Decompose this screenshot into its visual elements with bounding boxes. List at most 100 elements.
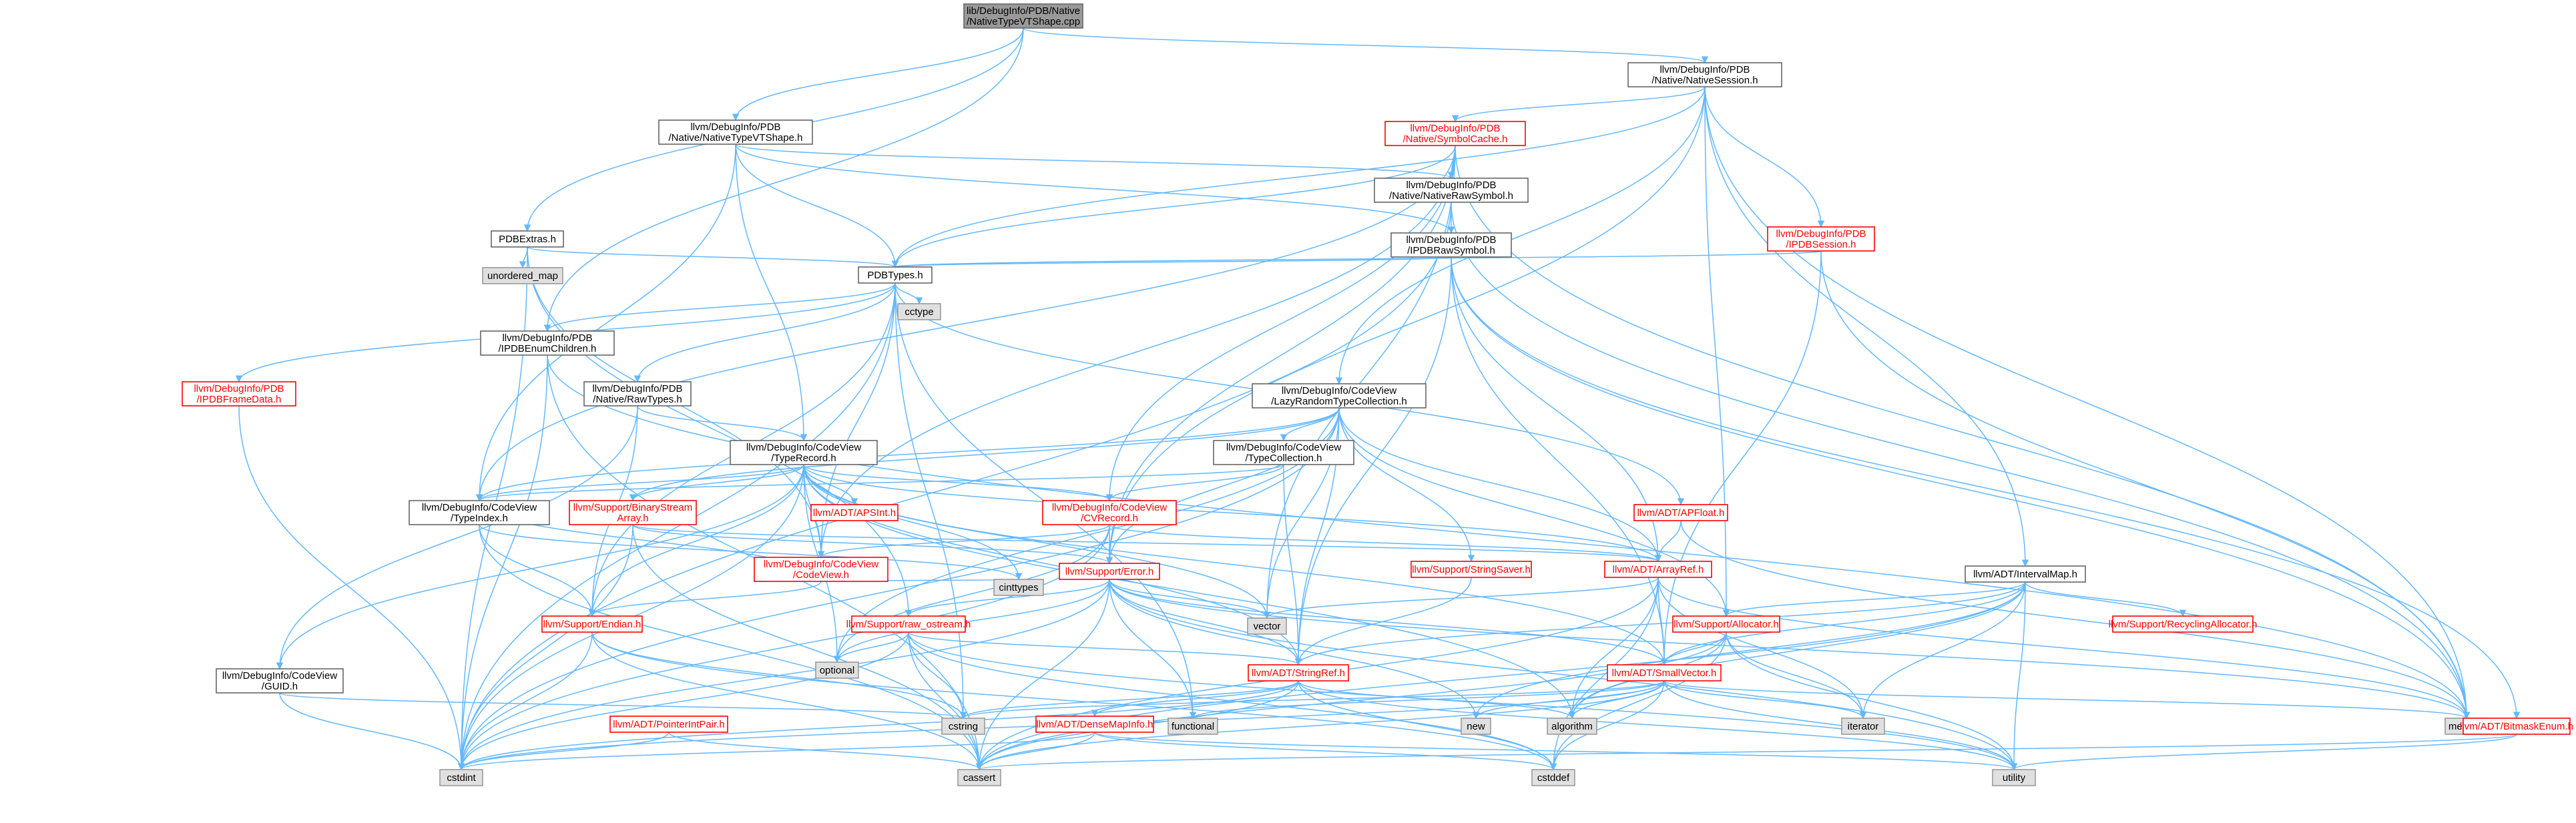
node-pointer-int-pair[interactable]: llvm/ADT/PointerIntPair.h	[609, 716, 728, 733]
node-box	[1035, 716, 1154, 733]
node-native-raw-symbol[interactable]: llvm/DebugInfo/PDB/Native/NativeRawSymbo…	[1374, 178, 1529, 203]
node-lazy-random[interactable]: llvm/DebugInfo/CodeView/LazyRandomTypeCo…	[1252, 383, 1427, 408]
node-label-line: llvm/DebugInfo/CodeView	[222, 670, 337, 681]
edge-interval_map-to-recycling_allocator	[2025, 581, 2187, 617]
dependency-edge	[1722, 581, 2026, 617]
edge-small_vector-to-cassert	[975, 680, 1665, 771]
edge-ipdb_enum_children-to-cstdint	[457, 354, 548, 771]
edge-lazy_random-to-type_index	[475, 407, 1340, 502]
node-label-line: /TypeRecord.h	[771, 453, 836, 464]
node-bitmask-enum[interactable]: llvm/ADT/BitmaskEnum.h	[2460, 718, 2573, 735]
node-array-ref[interactable]: llvm/ADT/ArrayRef.h	[1604, 561, 1712, 578]
node-ipdb-frame-data[interactable]: llvm/DebugInfo/PDB/IPDBFrameData.h	[182, 381, 296, 406]
dependency-edge	[1109, 579, 2471, 720]
edge-pdb_types-to-ipdb_enum_children	[543, 282, 896, 332]
node-box	[858, 266, 933, 284]
dependency-edge	[1335, 86, 1706, 385]
edge-type_record-to-support_endian	[588, 464, 804, 617]
dependency-edge	[527, 246, 898, 268]
edge-native_vtshape-to-pdb_types	[735, 144, 899, 268]
node-string-saver[interactable]: llvm/Support/StringSaver.h	[1410, 561, 1532, 578]
node-ipdb-session[interactable]: llvm/DebugInfo/PDB/IPDBSession.h	[1767, 226, 1875, 252]
node-box	[897, 303, 941, 320]
node-label-line: llvm/DebugInfo/PDB	[194, 383, 284, 394]
node-box	[1604, 561, 1712, 578]
node-recycling-allocator[interactable]: llvm/Support/RecyclingAllocator.h	[2109, 615, 2258, 633]
edge-lazy_random-to-vector	[1263, 407, 1340, 619]
edge-raw_ostream-to-cstdint	[457, 631, 909, 771]
edge-dense_map_info-to-cstdint	[458, 732, 1095, 771]
edge-symbol_cache-to-support_error	[1105, 145, 1456, 565]
node-box	[491, 230, 564, 248]
node-label-line: utility	[2003, 772, 2026, 784]
node-pdb-types[interactable]: PDBTypes.h	[858, 266, 933, 284]
dependency-edge	[1283, 464, 1302, 666]
edge-support_error-to-string_ref	[1109, 579, 1302, 666]
node-cv-record[interactable]: llvm/DebugInfo/CodeView/CVRecord.h	[1042, 500, 1177, 525]
dependency-edge	[1451, 256, 2521, 720]
node-raw-ostream[interactable]: llvm/Support/raw_ostream.h	[846, 615, 971, 633]
node-label-line: llvm/DebugInfo/CodeView	[746, 442, 861, 453]
node-dense-map-info[interactable]: llvm/ADT/DenseMapInfo.h	[1035, 716, 1154, 733]
edge-raw_ostream-to-cassert	[908, 631, 983, 771]
node-box	[810, 504, 898, 521]
node-label-line: llvm/DebugInfo/CodeView	[764, 559, 878, 570]
node-apfloat[interactable]: llvm/ADT/APFloat.h	[1633, 504, 1728, 521]
node-new: new	[1461, 718, 1491, 735]
dependency-edge	[1568, 577, 1659, 720]
dependency-edge	[735, 144, 1455, 234]
node-cstddef: cstddef	[1531, 769, 1575, 786]
node-type-collection[interactable]: llvm/DebugInfo/CodeView/TypeCollection.h	[1213, 440, 1354, 465]
dependency-edge	[1105, 86, 1706, 565]
node-type-index[interactable]: llvm/DebugInfo/CodeView/TypeIndex.h	[409, 500, 550, 525]
node-type-record[interactable]: llvm/DebugInfo/CodeView/TypeRecord.h	[730, 440, 878, 465]
edge-support_error-to-new	[1109, 579, 1480, 720]
dependency-edge	[1338, 407, 1662, 563]
node-label-line: cstdint	[447, 772, 476, 784]
edge-type_record-to-cinttypes	[803, 464, 1023, 581]
dependency-edge	[1109, 579, 1668, 666]
dependency-edge	[1654, 520, 1682, 563]
node-label-line: llvm/Support/Endian.h	[543, 619, 641, 630]
node-label-line: llvm/DebugInfo/CodeView	[1282, 385, 1396, 396]
dependency-edge	[527, 246, 913, 617]
edge-pdb_types-to-native_raw_types	[633, 282, 896, 383]
node-guid[interactable]: llvm/DebugInfo/CodeView/GUID.h	[216, 668, 344, 694]
node-pdb-extras[interactable]: PDBExtras.h	[491, 230, 564, 248]
edge-native_raw_symbol-to-memory	[1451, 202, 2471, 720]
node-root[interactable]: lib/DebugInfo/PDB/Native/NativeTypeVTSha…	[963, 3, 1083, 29]
edge-string_ref-to-cstdint	[457, 680, 1299, 771]
node-ipdb-raw-symbol[interactable]: llvm/DebugInfo/PDB/IPDBRawSymbol.h	[1390, 232, 1512, 258]
node-label-line: llvm/ADT/DenseMapInfo.h	[1036, 719, 1153, 730]
edge-pointer_int_pair-to-cstdint	[457, 732, 670, 771]
node-symbol-cache[interactable]: llvm/DebugInfo/PDB/Native/SymbolCache.h	[1384, 121, 1526, 146]
node-string-ref[interactable]: llvm/ADT/StringRef.h	[1248, 664, 1349, 681]
node-box	[1841, 718, 1885, 735]
node-native-raw-types[interactable]: llvm/DebugInfo/PDB/Native/RawTypes.h	[583, 381, 692, 406]
node-label-line: cinttypes	[999, 582, 1038, 593]
node-small-vector[interactable]: llvm/ADT/SmallVector.h	[1607, 664, 1722, 681]
dependency-edge	[476, 464, 1284, 502]
dependency-edge	[629, 464, 804, 502]
node-optional: optional	[815, 661, 859, 679]
node-native-session[interactable]: llvm/DebugInfo/PDB/Native/NativeSession.…	[1627, 62, 1782, 87]
node-apsint[interactable]: llvm/ADT/APSInt.h	[810, 504, 898, 521]
dependency-edge	[276, 405, 638, 670]
node-box	[439, 769, 483, 786]
node-support-error[interactable]: llvm/Support/Error.h	[1059, 563, 1160, 580]
edge-support_error-to-memory	[1109, 579, 2471, 720]
dependency-edge	[632, 524, 1661, 563]
node-codeview[interactable]: llvm/DebugInfo/CodeView/CodeView.h	[754, 557, 888, 582]
edge-pdb_extras-to-pdb_types	[527, 246, 898, 268]
edge-type_collection-to-type_index	[476, 464, 1284, 502]
node-support-allocator[interactable]: llvm/Support/Allocator.h	[1672, 615, 1780, 633]
node-interval-map[interactable]: llvm/ADT/IntervalMap.h	[1965, 565, 2086, 583]
node-support-endian[interactable]: llvm/Support/Endian.h	[541, 615, 643, 633]
node-ipdb-enum-children[interactable]: llvm/DebugInfo/PDB/IPDBEnumChildren.h	[480, 330, 615, 356]
node-label-line: llvm/ADT/StringRef.h	[1252, 667, 1345, 679]
node-box	[1461, 718, 1491, 735]
node-native-vtshape[interactable]: llvm/DebugInfo/PDB/Native/NativeTypeVTSh…	[658, 119, 813, 145]
node-box	[1531, 769, 1575, 786]
edge-ipdb_raw_symbol-to-bitmask_enum	[1451, 256, 2521, 720]
